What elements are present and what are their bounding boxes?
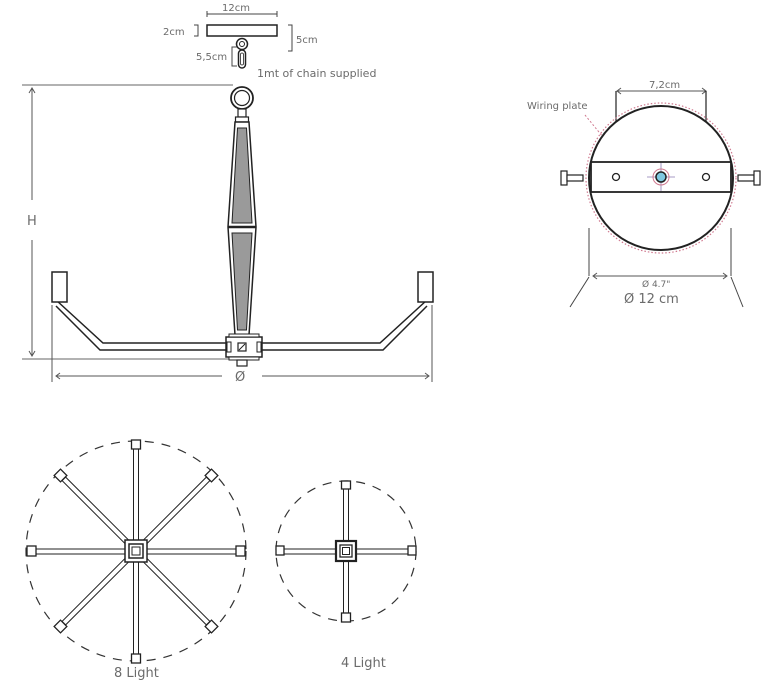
hook-length-label: 5,5cm <box>196 52 227 63</box>
plan-8-light-label: 8 Light <box>114 666 159 681</box>
wiring-plate-view: Wiring plate 7,2cm <box>527 80 761 308</box>
chain-note: 1mt of chain supplied <box>257 67 376 80</box>
mounting-hole-right <box>701 172 711 182</box>
wiring-plate-callout: Wiring plate <box>527 101 588 112</box>
canopy-thickness-label: 2cm <box>163 27 185 38</box>
elevation-view: H Ø <box>22 84 434 385</box>
wiring-plate-outline <box>585 102 737 254</box>
plan-8-light: 8 Light <box>25 439 247 681</box>
stem-panel-upper <box>231 127 253 224</box>
hole-spacing-label: 7,2cm <box>649 80 680 91</box>
arm-right <box>262 299 428 344</box>
mounting-hole-left <box>611 172 621 182</box>
center-cable-hole <box>655 171 667 183</box>
diameter-cm-label: Ø 12 cm <box>624 292 679 307</box>
canopy-plate <box>206 24 278 37</box>
plan-4-light-label: 4 Light <box>341 656 386 671</box>
canopy-width-label: 12cm <box>222 3 250 14</box>
height-label: H <box>27 214 37 229</box>
arm-left <box>55 299 226 344</box>
cup-left <box>51 271 68 303</box>
stem-panel-lower <box>231 232 253 331</box>
hook-ring <box>235 37 249 51</box>
side-screw-left <box>560 170 584 186</box>
diameter-label: Ø <box>235 370 245 385</box>
diameter-inch-label: Ø 4.7" <box>642 279 670 290</box>
cup-right <box>417 271 434 303</box>
plan-4-light: 4 Light <box>275 480 417 671</box>
side-screw-right <box>737 170 761 186</box>
canopy-detail: 12cm 2cm 5cm 5,5cm 1mt of chain supplied <box>163 3 376 80</box>
canopy-drop-label: 5cm <box>296 35 318 46</box>
